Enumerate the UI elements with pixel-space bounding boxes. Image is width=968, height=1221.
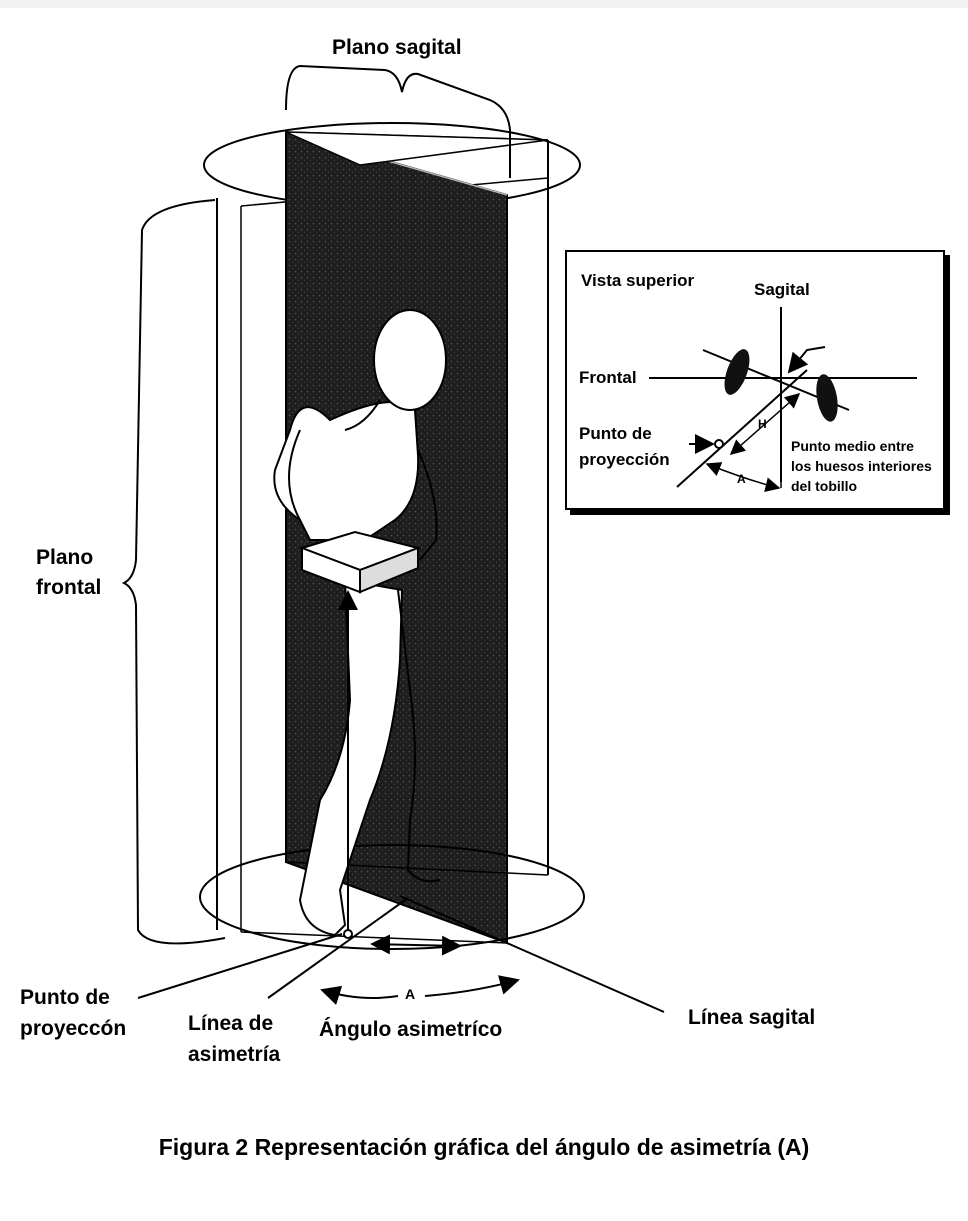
inset-title: Vista superior — [581, 271, 695, 290]
asymmetry-angle-arc-right — [424, 975, 520, 997]
inset-label-sagital: Sagital — [754, 280, 810, 299]
inset-right-foot — [816, 374, 838, 422]
projection-point — [343, 929, 353, 939]
figure-caption: Figura 2 Representación gráfica del ángu… — [158, 1134, 810, 1160]
label-linea-asimetria-line2: asimetría — [188, 1043, 281, 1066]
inset-label-midpoint-line2: los huesos interiores — [791, 458, 932, 474]
label-punto-proyeccion-line1: Punto de — [20, 986, 110, 1009]
inset-projection-point — [714, 439, 724, 449]
person-figure — [273, 309, 447, 937]
plano-frontal-bracket — [121, 199, 226, 945]
box-carried — [298, 530, 422, 594]
label-punto-proyeccion-line2: proyeccón — [20, 1017, 127, 1040]
h-distance-arrow — [370, 934, 462, 956]
inset-label-frontal: Frontal — [579, 368, 637, 387]
top-view-diagram — [649, 307, 917, 493]
label-plano-sagital: Plano sagital — [332, 36, 462, 59]
label-plano-frontal-line1: Plano — [36, 546, 94, 569]
asymmetry-line — [267, 897, 409, 999]
plano-sagital-bracket — [285, 64, 511, 178]
inset-label-midpoint-line1: Punto medio entre — [791, 438, 914, 454]
inset-label-punto-line1: Punto de — [579, 424, 652, 443]
top-strip — [0, 0, 968, 8]
inset-label-midpoint-line3: del tobillo — [791, 478, 858, 494]
top-plane-facet — [285, 131, 549, 166]
inset-h-letter: H — [758, 417, 767, 431]
asymmetry-angle-arc — [320, 985, 399, 1005]
sagittal-line — [399, 895, 665, 1013]
inset-left-foot — [724, 349, 750, 395]
top-view-inset: Vista superior Sagital Frontal Punto de … — [565, 250, 945, 510]
inset-h-arrow — [729, 393, 801, 455]
label-linea-sagital: Línea sagital — [688, 1006, 816, 1029]
inset-pointer-arrow — [787, 346, 826, 374]
label-plano-frontal-line2: frontal — [36, 576, 102, 599]
label-angle-letter: A — [405, 986, 416, 1002]
inset-label-punto-line2: proyección — [579, 450, 670, 469]
label-angulo-asimetrico: Ángulo asimetríco — [319, 1018, 503, 1041]
label-linea-asimetria-line1: Línea de — [188, 1012, 274, 1035]
projection-pointer-line — [137, 933, 343, 999]
bottom-plane-front — [240, 931, 508, 944]
inset-a-letter: A — [737, 472, 746, 486]
inset-angle-arrow — [705, 462, 781, 493]
